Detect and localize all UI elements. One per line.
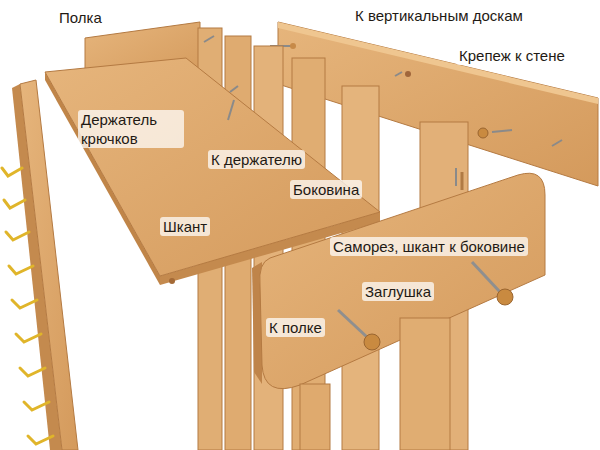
wall-board-edge: [278, 22, 598, 104]
hook: [9, 266, 33, 274]
pin: [455, 168, 457, 186]
pin: [461, 172, 464, 190]
dowel: [290, 43, 296, 49]
hook: [20, 368, 45, 376]
screw: [228, 100, 234, 120]
part-label: Крепеж к стене: [456, 46, 568, 65]
hook: [28, 436, 53, 444]
plug: [364, 334, 380, 350]
screw: [472, 262, 500, 292]
plug: [478, 128, 488, 138]
leg-slat: [300, 384, 330, 450]
screw: [395, 72, 402, 76]
hook: [24, 402, 49, 410]
part-label: Полка: [56, 8, 105, 27]
hook-holder-face: [20, 80, 78, 450]
plug: [497, 289, 513, 305]
hook: [4, 200, 25, 208]
leg-slat: [400, 318, 450, 450]
screw: [204, 36, 214, 42]
hole: [405, 71, 411, 77]
side-panel: [252, 173, 545, 450]
screw: [338, 310, 368, 338]
part-label: К полке: [266, 318, 325, 337]
part-label: Шкант: [160, 217, 210, 236]
part-label: Держатель крючков: [78, 110, 184, 148]
part-label: Боковина: [290, 180, 362, 199]
hooks: [2, 168, 53, 444]
part-label: Заглушка: [362, 282, 434, 301]
hook: [16, 334, 41, 342]
part-label: Саморез, шкант к боковине: [330, 237, 528, 256]
hook: [12, 300, 37, 308]
part-label: К вертикальным доскам: [352, 6, 526, 25]
part-label: К держателю: [208, 150, 305, 169]
hook-holder: [2, 80, 78, 450]
screw: [552, 140, 562, 146]
dowel: [169, 278, 175, 284]
screw: [492, 130, 512, 132]
hook: [6, 232, 29, 240]
screw: [230, 86, 238, 92]
hook: [2, 168, 22, 176]
